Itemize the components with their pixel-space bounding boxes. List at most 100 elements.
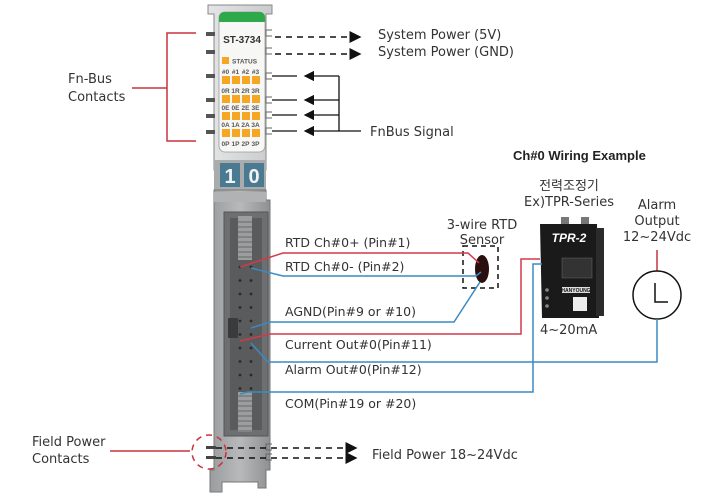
led-label: 1R: [231, 88, 240, 95]
fnbus-contacts-callout: Fn-Bus Contacts: [68, 32, 196, 142]
led-label: 0A: [221, 122, 230, 129]
indicator-led: [232, 95, 240, 103]
fnbus-contacts-label-line2: Contacts: [68, 90, 126, 105]
indicator-led: [222, 112, 230, 120]
address-digit-tens: [220, 163, 240, 187]
alarm-lamp-icon: [632, 270, 682, 320]
rtd-sensor: 3-wire RTD Sensor: [447, 218, 517, 289]
field-power-contacts-label-line1: Field Power: [32, 435, 106, 450]
channel-led: [222, 76, 230, 84]
wire-rtd-negative: [250, 267, 482, 277]
terminal-pin: [249, 387, 253, 390]
model-label: ST-3734: [223, 35, 261, 46]
system-power-gnd-label: System Power (GND): [378, 45, 514, 60]
channel-led: [242, 76, 250, 84]
led-label: 3E: [252, 105, 261, 112]
controller-model-label: TPR-2: [552, 231, 587, 245]
system-power-arrows: System Power (5V) System Power (GND): [275, 28, 514, 60]
wire-alarm-out: [250, 319, 658, 363]
led-label: 1P: [232, 141, 241, 148]
rtd-sensor-label-line2: Sensor: [460, 233, 505, 248]
pin-label-current-out: Current Out#0(Pin#11): [285, 337, 432, 352]
pin-label-rtd-positive: RTD Ch#0+ (Pin#1): [285, 235, 410, 250]
wires: [239, 252, 658, 395]
wire-agnd: [250, 281, 481, 329]
channel-led: [232, 76, 240, 84]
terminal-pin: [238, 346, 242, 350]
terminal-pin: [249, 319, 253, 323]
power-controller: 전력조정기 Ex)TPR-Series TPR-2 HANYOUNG 4~20m…: [524, 179, 614, 338]
indicator-led: [252, 129, 260, 137]
wire-rtd-positive: [239, 252, 480, 268]
current-4-20ma-label: 4~20mA: [540, 323, 597, 338]
fnbus-contacts-left: [206, 32, 215, 134]
wiring-example-title: Ch#0 Wiring Example: [513, 148, 646, 163]
alarm-output: Alarm Output 12~24Vdc: [623, 198, 691, 320]
terminal-pin: [249, 306, 253, 309]
led-label: 0P: [222, 141, 231, 148]
indicator-led: [232, 129, 240, 137]
terminal-pin: [238, 279, 242, 282]
led-label: 0E: [232, 105, 241, 112]
channel-header: #1: [232, 69, 240, 76]
terminal-pin: [238, 319, 242, 323]
indicator-led: [252, 112, 260, 120]
fnbus-signal-label: FnBus Signal: [370, 125, 454, 140]
indicator-led: [252, 95, 260, 103]
terminal-pin: [249, 346, 253, 350]
field-power-contacts-label-line2: Contacts: [32, 452, 90, 467]
controller-label-series: Ex)TPR-Series: [524, 195, 614, 210]
address-digit-ones: [244, 163, 264, 187]
led-label: 2E: [242, 105, 251, 112]
led-label: 1A: [231, 122, 240, 129]
indicator-led: [222, 129, 230, 137]
terminal-pin: [238, 292, 242, 296]
led-label: 2P: [242, 141, 251, 148]
terminal-pin: [249, 333, 253, 336]
fnbus-contacts-right: [265, 29, 272, 135]
alarm-label-line1: Alarm: [638, 198, 676, 213]
indicator-led: [242, 95, 250, 103]
led-label: 2A: [241, 122, 250, 129]
led-label: 0E: [222, 105, 231, 112]
rtd-sensor-label-line1: 3-wire RTD: [447, 218, 517, 233]
system-power-5v-label: System Power (5V): [378, 28, 501, 43]
channel-header: #3: [252, 69, 260, 76]
fnbus-signal-arrows: [272, 70, 361, 137]
terminal-pin: [249, 292, 253, 296]
wire-com: [239, 263, 542, 395]
field-power-highlight: [191, 434, 227, 470]
indicator-led: [242, 129, 250, 137]
pin-label-agnd: AGND(Pin#9 or #10): [285, 304, 416, 319]
terminal-pin: [249, 373, 253, 377]
channel-header: #0: [222, 69, 230, 76]
pin-label-rtd-negative: RTD Ch#0- (Pin#2): [285, 259, 404, 274]
terminal-pin: [238, 333, 242, 336]
indicator-led: [242, 112, 250, 120]
terminal-pin: [249, 360, 253, 363]
terminal-pin: [238, 360, 242, 363]
terminal-pin: [238, 306, 242, 309]
channel-header: #2: [242, 69, 250, 76]
wire-current-out: [239, 258, 540, 342]
field-power-contacts: Field Power Contacts Field Power 18~24Vd…: [32, 434, 518, 470]
status-top-bar: [219, 12, 265, 22]
led-label: 2R: [241, 88, 250, 95]
fnbus-contacts-label-line1: Fn-Bus: [68, 72, 112, 87]
address-digit-1: 1: [224, 166, 235, 188]
channel-led: [252, 76, 260, 84]
led-label: 3A: [251, 122, 260, 129]
alarm-label-line3: 12~24Vdc: [623, 230, 691, 245]
pin-label-alarm-out: Alarm Out#0(Pin#12): [285, 362, 422, 377]
led-label: 3P: [252, 141, 261, 148]
controller-brand: HANYOUNG: [561, 288, 590, 294]
status-label: STATUS: [232, 59, 258, 66]
terminal-pin: [249, 279, 253, 282]
indicator-led: [232, 112, 240, 120]
terminal-pin: [238, 373, 242, 377]
pin-label-com: COM(Pin#19 or #20): [285, 396, 416, 411]
rtd-sensor-element: [475, 255, 489, 283]
status-led: [222, 57, 229, 64]
